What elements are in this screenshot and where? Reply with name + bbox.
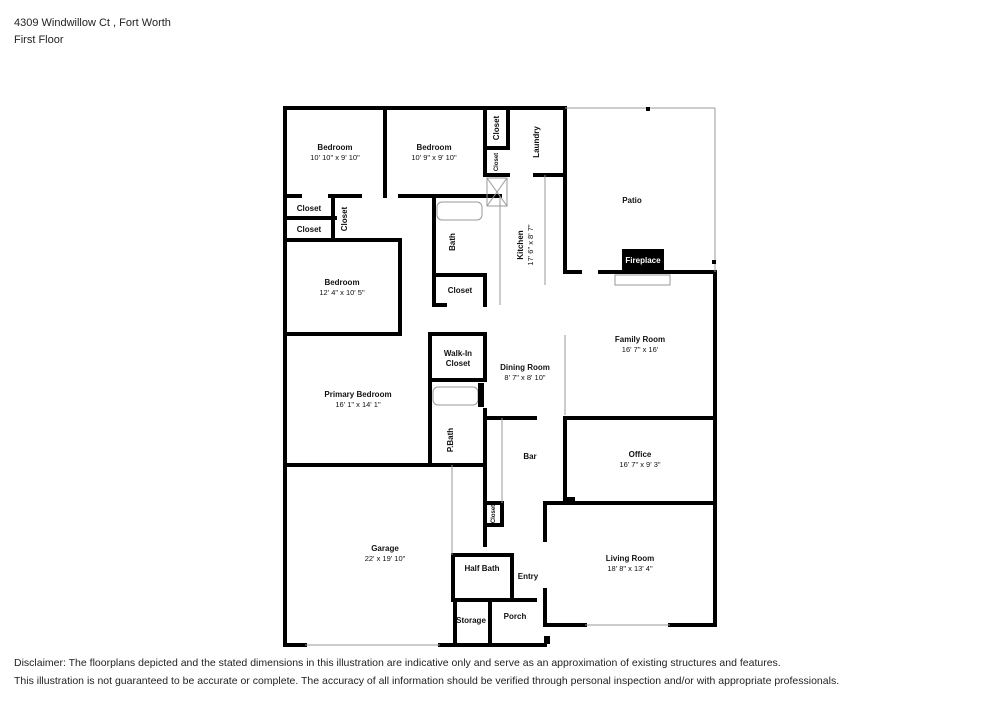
room-closet-left-2: Closet xyxy=(297,225,321,235)
fireplace: Fireplace xyxy=(622,249,664,272)
room-name: Porch xyxy=(503,612,527,621)
room-name: Bath xyxy=(448,233,457,251)
room-dims: 10' 10" x 9' 10" xyxy=(310,153,360,162)
room-name: Closet xyxy=(340,206,349,232)
floor-title: First Floor xyxy=(14,34,64,46)
room-closet-left-1: Closet xyxy=(297,204,321,214)
room-name: Closet xyxy=(296,204,322,213)
disclaimer-line-2: This illustration is not guaranteed to b… xyxy=(14,675,840,687)
room-p-bath: P.Bath xyxy=(446,428,456,452)
room-dims: 10' 9" x 9' 10" xyxy=(411,153,457,162)
room-name: Bedroom xyxy=(416,143,452,152)
room-name: Patio xyxy=(622,196,642,205)
room-storage: Storage xyxy=(456,616,486,626)
room-dims: 16' 1" x 14' 1" xyxy=(335,400,381,409)
room-name: Storage xyxy=(456,616,486,625)
room-name: Closet xyxy=(494,152,500,172)
room-closet-bedroom-2: Closet xyxy=(492,116,502,140)
room-name: Closet xyxy=(492,115,501,141)
room-name: Closet xyxy=(296,225,322,234)
room-name: Dining Room xyxy=(500,363,550,372)
room-patio: Patio xyxy=(622,196,642,206)
room-name: P.Bath xyxy=(446,427,455,453)
room-walkin-closet: Walk-In Closet xyxy=(438,349,478,369)
room-name: Entry xyxy=(517,572,539,581)
room-dims: 17' 6" x 8' 7" xyxy=(526,224,535,266)
room-name: Primary Bedroom xyxy=(324,390,392,399)
room-dims: 16' 7" x 9' 3" xyxy=(619,460,661,469)
room-dims: 22' x 19' 10" xyxy=(364,554,406,563)
room-dims: 12' 4" x 10' 5" xyxy=(319,288,365,297)
room-closet-bar: Closet xyxy=(489,505,499,523)
disclaimer-line-1: Disclaimer: The floorplans depicted and … xyxy=(14,657,781,669)
room-dims: 16' 7" x 16' xyxy=(621,345,659,354)
room-name: Office xyxy=(628,450,652,459)
room-entry: Entry xyxy=(518,572,538,582)
room-name: Half Bath xyxy=(464,564,500,573)
room-name: Family Room xyxy=(614,335,666,344)
room-closet-hall: Closet xyxy=(448,286,472,296)
room-laundry: Laundry xyxy=(532,126,542,158)
room-name: Bedroom xyxy=(317,143,353,152)
room-name: Living Room xyxy=(605,554,655,563)
room-dims: 8' 7" x 8' 10" xyxy=(504,373,546,382)
address-title: 4309 Windwillow Ct , Fort Worth xyxy=(14,17,171,29)
room-bath: Bath xyxy=(448,233,458,251)
room-dims: 18' 8" x 13' 4" xyxy=(607,564,653,573)
room-name: Garage xyxy=(371,544,399,553)
room-closet-small: Closet xyxy=(492,153,502,171)
room-closet-vertical: Closet xyxy=(340,207,350,231)
room-name: Walk-In Closet xyxy=(443,349,473,368)
room-porch: Porch xyxy=(504,612,527,622)
room-name: Closet xyxy=(447,286,473,295)
room-name: Bar xyxy=(523,452,537,461)
room-name: Kitchen xyxy=(516,230,525,260)
room-name: Closet xyxy=(491,504,497,524)
room-bar: Bar xyxy=(523,452,536,462)
room-name: Bedroom xyxy=(324,278,360,287)
room-name: Laundry xyxy=(532,126,541,158)
room-half-bath: Half Bath xyxy=(464,564,499,574)
